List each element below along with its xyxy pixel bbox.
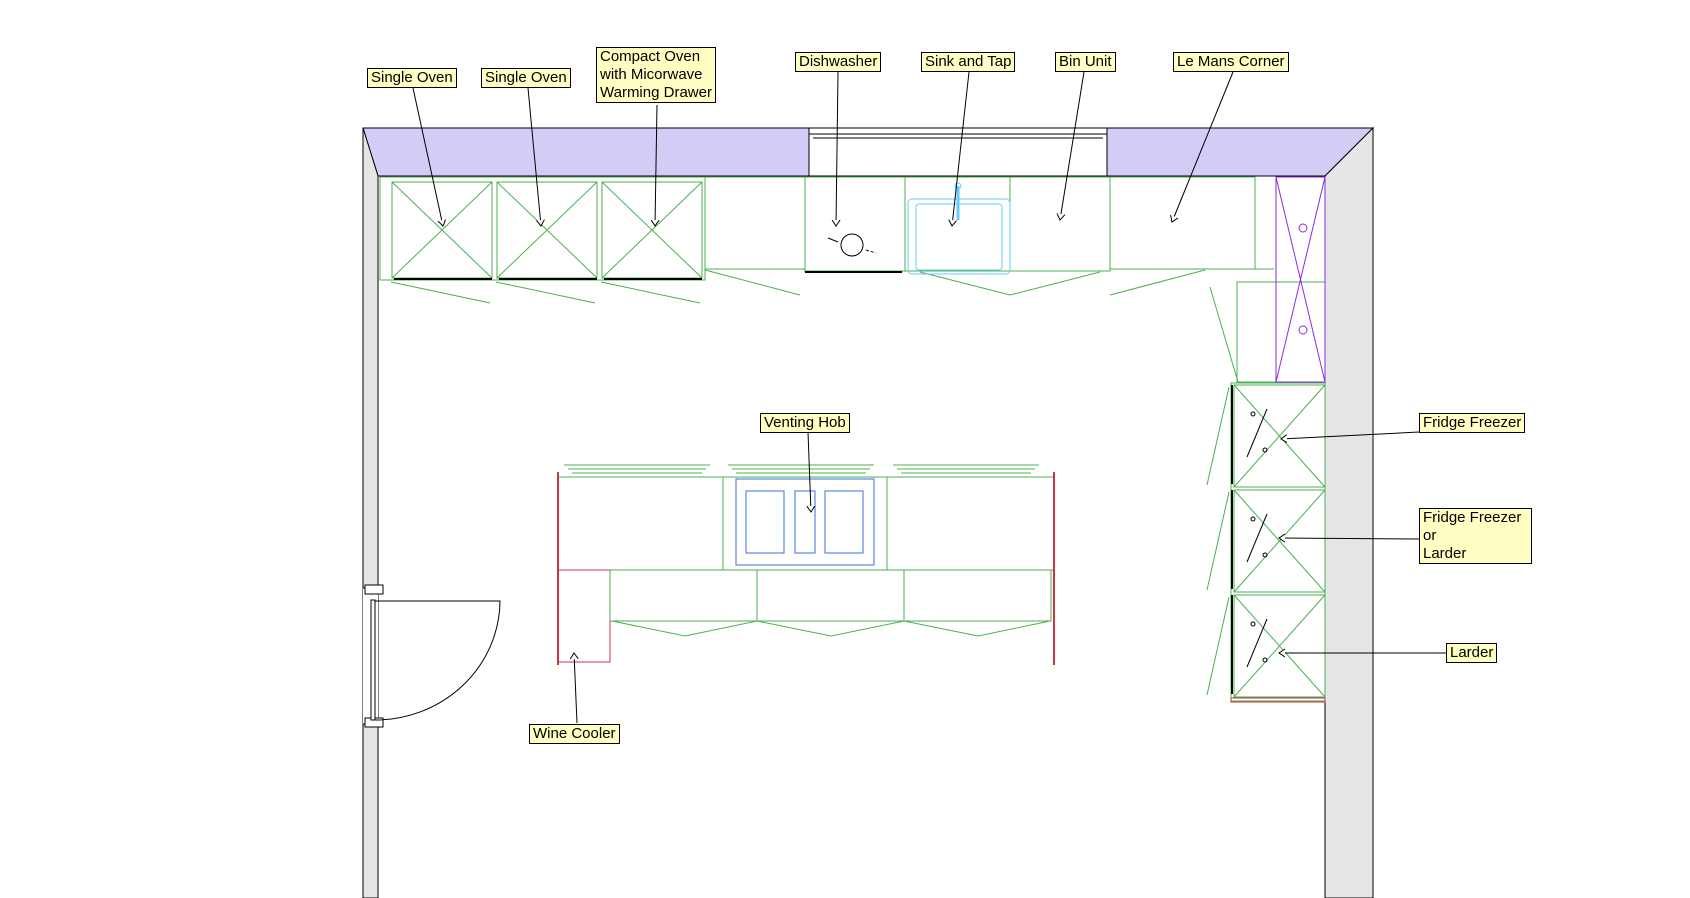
label-single-oven-2: Single Oven — [481, 68, 571, 88]
label-larder: Larder — [1446, 643, 1498, 663]
label-compact-oven: Compact Oven with Micorwave Warming Draw… — [596, 47, 716, 103]
walls — [362, 126, 1375, 898]
left-wall — [362, 127, 379, 898]
door-swing — [374, 600, 501, 721]
leader-lines — [412, 71, 1446, 724]
appliance-symbols — [1246, 408, 1268, 668]
island — [557, 464, 1055, 665]
label-venting-hob: Venting Hob — [760, 413, 850, 433]
label-single-oven-1: Single Oven — [367, 68, 457, 88]
tall-housings — [1206, 382, 1326, 703]
back-units — [379, 176, 1326, 383]
label-sink-and-tap: Sink and Tap — [921, 52, 1016, 72]
label-fridge-freezer-or-larder: Fridge Freezer or Larder — [1419, 508, 1532, 564]
right-wall — [1324, 126, 1374, 898]
label-le-mans-corner: Le Mans Corner — [1173, 52, 1289, 72]
label-dishwasher: Dishwasher — [795, 52, 882, 72]
venting-hob-symbol — [735, 478, 875, 566]
label-wine-cooler: Wine Cooler — [529, 724, 620, 744]
label-bin-unit: Bin Unit — [1055, 52, 1116, 72]
label-fridge-freezer: Fridge Freezer — [1419, 413, 1526, 433]
dishwasher-symbol — [827, 233, 877, 257]
door-leaf — [370, 599, 376, 721]
sink-symbol — [907, 182, 1011, 275]
